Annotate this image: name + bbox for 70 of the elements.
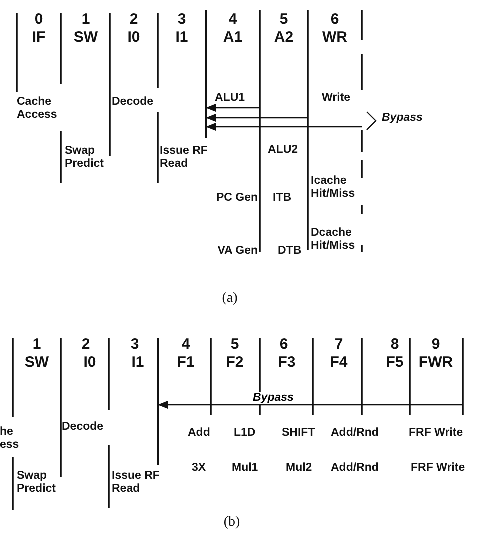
edge-label: Bypass — [252, 392, 295, 404]
stage-label: 3 — [130, 337, 140, 353]
stage-label: SW — [24, 355, 50, 371]
stage-label: FWR — [418, 355, 454, 371]
unit-label: DTB — [278, 245, 302, 258]
unit-label: Icache Hit/Miss — [311, 175, 356, 201]
unit-label: Issue RF Read — [112, 470, 161, 496]
stage-label: F3 — [278, 355, 296, 371]
stage-divider — [205, 10, 207, 138]
unit-label: Add — [188, 427, 210, 440]
stage-label: 8 — [390, 337, 400, 353]
stage-label: 3 — [178, 12, 186, 28]
panel-caption: (b) — [224, 516, 240, 529]
stage-label: 6 — [280, 337, 288, 353]
unit-label: Dcache Hit/Miss — [311, 227, 356, 253]
stage-label: 9 — [432, 337, 440, 353]
stage-label: I0 — [128, 30, 140, 46]
unit-label: Swap Predict — [17, 470, 57, 496]
stage-label: F2 — [226, 355, 244, 371]
stage-label: 7 — [334, 337, 344, 353]
stage-label: 5 — [280, 12, 288, 28]
stage-label: 4 — [182, 337, 190, 353]
bypass-arrow — [206, 123, 362, 131]
unit-label: Issue RF Read — [160, 145, 209, 171]
unit-label: FRF Write — [411, 462, 466, 475]
stage-divider — [157, 338, 159, 465]
stage-label: F1 — [177, 355, 195, 371]
unit-label: Write — [322, 92, 351, 105]
unit-label: Add/Rnd — [331, 462, 379, 475]
unit-label: Swap Predict — [65, 145, 105, 171]
unit-label: Cache Access — [17, 96, 58, 122]
stage-label: IF — [32, 30, 46, 46]
stage-label: F4 — [330, 355, 348, 371]
unit-label: ITB — [273, 192, 292, 205]
unit-label: FRF Write — [409, 427, 464, 440]
bypass-arrow — [158, 401, 463, 409]
stage-label: I0 — [84, 355, 96, 371]
unit-label: L1D — [234, 427, 256, 440]
stage-label: 2 — [82, 337, 90, 353]
bypass-label: Bypass — [382, 112, 423, 125]
stage-label: 0 — [34, 12, 44, 28]
stage-label: 1 — [82, 12, 90, 28]
unit-label: Decode — [62, 421, 104, 434]
stage-label: I1 — [176, 30, 188, 46]
unit-label: ess — [0, 439, 20, 452]
unit-label: 3X — [192, 462, 206, 475]
panel-caption: (a) — [222, 292, 238, 305]
stage-label: 6 — [330, 12, 340, 28]
bypass-arrow — [206, 104, 260, 112]
unit-label: SHIFT — [282, 427, 316, 440]
unit-label: VA Gen — [218, 245, 258, 258]
stage-label: WR — [322, 30, 348, 46]
stage-label: I1 — [132, 355, 144, 371]
stage-label: 5 — [230, 337, 240, 353]
unit-label: PC Gen — [216, 192, 258, 205]
unit-label: Mul1 — [232, 462, 258, 475]
unit-label: he — [0, 426, 14, 439]
stage-label: A2 — [274, 30, 294, 46]
unit-label: Decode — [112, 96, 154, 109]
bypass-arrow — [206, 114, 308, 122]
stage-label: A1 — [223, 30, 243, 46]
stage-label: 4 — [228, 12, 238, 28]
unit-label: Add/Rnd — [331, 427, 379, 440]
unit-label: ALU2 — [268, 144, 298, 157]
stage-label: 2 — [130, 12, 138, 28]
stage-label: 1 — [32, 337, 42, 353]
stage-label: SW — [74, 30, 98, 46]
unit-label: ALU1 — [215, 92, 246, 105]
stage-label: F5 — [386, 355, 404, 371]
unit-label: Mul2 — [286, 462, 312, 475]
